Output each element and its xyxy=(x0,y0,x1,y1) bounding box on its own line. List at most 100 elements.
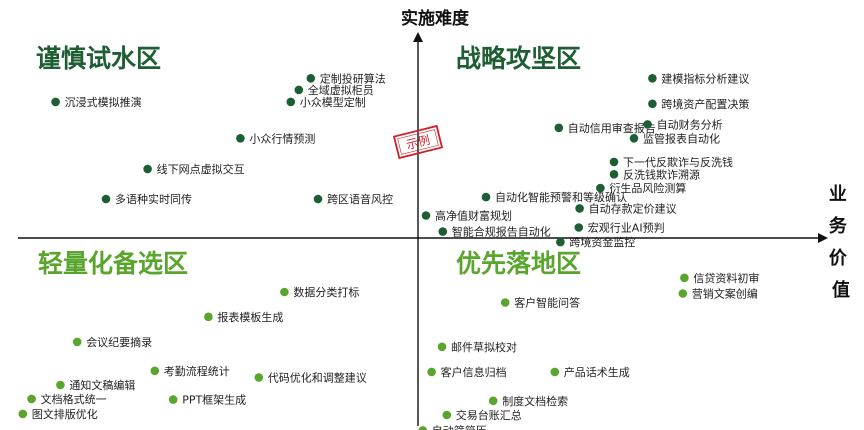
data-point-label: 报表模板生成 xyxy=(217,310,283,324)
data-point-label: 信贷资料初审 xyxy=(693,271,759,285)
data-point: 智能合规报告自动化 xyxy=(438,225,551,239)
data-point: 自动信用审查报告 xyxy=(554,121,656,135)
data-point-marker xyxy=(168,395,178,404)
data-point: 客户智能问答 xyxy=(500,296,580,310)
data-point-marker xyxy=(574,223,584,232)
data-point: 产品话术生成 xyxy=(550,365,630,379)
data-point-marker xyxy=(438,227,448,236)
data-point-marker xyxy=(236,134,245,143)
data-point: 会议纪要摘录 xyxy=(72,335,152,349)
data-point-label: 小众模型定制 xyxy=(300,95,366,109)
data-point: 建模指标分析建议 xyxy=(648,71,749,85)
data-point-marker xyxy=(596,183,605,193)
data-point: 跨境资产配置决策 xyxy=(648,97,749,111)
data-point: 衍生品风险测算 xyxy=(596,181,686,195)
data-point: 自动存款定价建议 xyxy=(575,201,677,215)
data-point-marker xyxy=(481,192,491,202)
data-point: 客户信息归档 xyxy=(427,365,507,379)
data-point-label: 跨区语音风控 xyxy=(327,192,393,206)
data-point-marker xyxy=(204,312,213,322)
data-point-marker xyxy=(575,204,584,213)
data-point: 线下网点虚拟交互 xyxy=(143,162,245,176)
data-point: 小众行情预测 xyxy=(236,132,315,145)
data-point: 交易台账汇总 xyxy=(442,408,522,422)
data-point-marker xyxy=(418,426,428,430)
data-point-label: 考勤流程统计 xyxy=(164,364,230,378)
data-point: 制度文档检索 xyxy=(488,394,568,408)
data-point: 全域虚拟柜员 xyxy=(294,83,374,97)
data-point-marker xyxy=(280,287,289,297)
data-point: 自动化智能预警和等级确认 xyxy=(481,190,627,204)
data-point-label: 营销文案创编 xyxy=(692,287,758,301)
data-point: PPT框架生成 xyxy=(168,393,246,407)
data-point-marker xyxy=(678,289,688,298)
data-point-marker xyxy=(629,134,639,143)
data-point-label: 交易台账汇总 xyxy=(456,408,522,422)
data-point-label: 通知文稿编辑 xyxy=(69,378,135,392)
data-point-label: 多语种实时同传 xyxy=(115,192,192,206)
data-point-marker xyxy=(286,97,296,107)
data-point-label: 自动筛简历 xyxy=(432,423,487,430)
data-point-marker xyxy=(294,85,304,95)
data-point: 信贷资料初审 xyxy=(680,271,759,285)
y-axis-title: 实施难度 xyxy=(401,8,470,29)
x-axis-title-char-1: 业 xyxy=(829,184,847,205)
data-point: 数据分类打标 xyxy=(280,285,359,299)
data-point-marker xyxy=(18,409,28,419)
data-point-label: 全域虚拟柜员 xyxy=(308,83,374,97)
data-point: 定制投研算法 xyxy=(306,71,386,85)
quadrant-title-lightweight: 轻量化备选区 xyxy=(38,249,188,278)
data-point-label: 自动财务分析 xyxy=(657,117,723,131)
data-point-marker xyxy=(500,298,510,307)
data-point: 图文排版优化 xyxy=(18,407,98,421)
data-point: 跨区语音风控 xyxy=(313,192,393,206)
quadrant-title-cautious: 谨慎试水区 xyxy=(36,44,161,73)
data-point: 考勤流程统计 xyxy=(150,364,230,378)
x-axis-title-char-4: 值 xyxy=(832,279,850,301)
data-point-marker xyxy=(27,394,36,404)
x-axis-title: 业 务 价 值 xyxy=(829,184,853,301)
data-point-marker xyxy=(143,164,152,174)
data-point: 文档格式统一 xyxy=(27,392,107,406)
data-point-marker xyxy=(554,123,564,133)
data-point-label: PPT框架生成 xyxy=(182,393,246,407)
data-point-marker xyxy=(313,194,323,204)
data-point-label: 高净值财富规划 xyxy=(435,209,512,223)
data-point-label: 制度文档检索 xyxy=(502,394,568,408)
data-point: 报表模板生成 xyxy=(204,310,283,324)
data-point-label: 衍生品风险测算 xyxy=(609,181,686,195)
quadrant-title-priority: 优先落地区 xyxy=(456,249,581,278)
data-point-marker xyxy=(680,273,689,283)
data-point-marker xyxy=(72,337,82,347)
data-point-marker xyxy=(556,237,565,247)
data-point: 多语种实时同传 xyxy=(101,192,192,206)
data-point: 代码优化和调整建议 xyxy=(254,371,367,385)
data-point-label: 产品话术生成 xyxy=(564,365,630,379)
data-point: 跨境资金监控 xyxy=(556,235,635,249)
data-point-marker xyxy=(101,194,111,204)
data-point: 下一代反欺诈与反洗钱 xyxy=(609,155,733,169)
data-point: 沉浸式模拟推演 xyxy=(51,95,142,109)
data-point: 监管报表自动化 xyxy=(629,131,720,145)
data-point-marker xyxy=(51,97,60,107)
data-point-label: 图文排版优化 xyxy=(32,407,98,421)
data-point-label: 小众行情预测 xyxy=(249,132,315,145)
data-point: 邮件草拟校对 xyxy=(437,340,517,354)
data-point: 小众模型定制 xyxy=(286,95,366,109)
data-point: 高净值财富规划 xyxy=(421,209,512,223)
sample-stamp-inner-border xyxy=(397,129,439,155)
data-point-marker xyxy=(648,74,657,83)
data-point-marker xyxy=(437,342,447,352)
data-point-marker xyxy=(550,367,560,377)
data-point-label: 自动存款定价建议 xyxy=(589,201,677,215)
data-point-marker xyxy=(421,211,431,220)
data-point-label: 智能合规报告自动化 xyxy=(452,225,551,239)
data-point-marker xyxy=(609,170,619,179)
data-point-label: 代码优化和调整建议 xyxy=(268,371,367,385)
data-point-label: 下一代反欺诈与反洗钱 xyxy=(623,155,733,169)
data-point: 自动筛简历 xyxy=(418,423,487,430)
quadrant-title-strategic: 战略攻坚区 xyxy=(456,44,581,73)
data-point-label: 监管报表自动化 xyxy=(643,131,720,145)
